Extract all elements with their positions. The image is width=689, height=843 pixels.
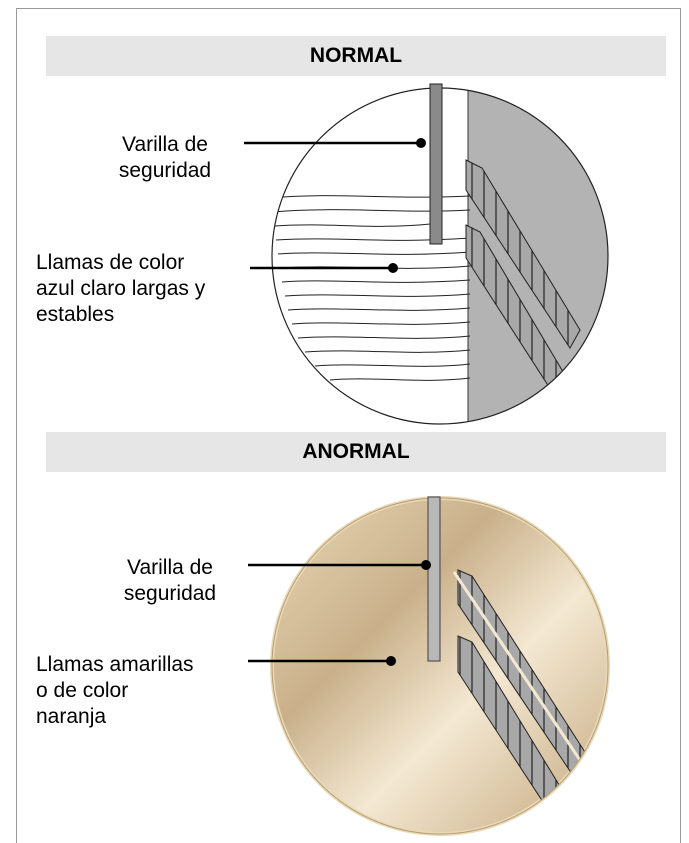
normal-blue-flames [272,195,471,381]
anormal-port-highlight [452,571,602,791]
normal-flame-line1: Llamas de color [36,251,185,274]
anormal-safety-rod [427,496,441,662]
anormal-flame-label: Llamas amarillas o de color naranja [36,652,194,730]
normal-safety-rod [429,83,443,245]
anormal-heading: ANORMAL [46,432,666,472]
figure-frame [16,8,681,843]
normal-heading: NORMAL [46,36,666,76]
anormal-safety-rod-line1: Varilla de [127,556,213,579]
anormal-safety-rod-label: Varilla de seguridad [100,555,240,607]
normal-flame-leader-dot [388,263,398,273]
normal-burner-diagram [244,83,609,425]
normal-flame-label: Llamas de color azul claro largas y esta… [36,250,205,328]
normal-safety-rod-label: Varilla de seguridad [100,132,230,184]
anormal-safety-rod-line2: seguridad [123,582,217,605]
anormal-flame-line2: o de color [36,679,129,702]
normal-burner-port-upper [465,159,581,349]
normal-safety-rod-line2: seguridad [118,159,212,182]
anormal-burner-diagram [248,496,610,836]
normal-flame-line2: azul claro largas y [36,277,206,300]
normal-rod-leader-dot [416,138,426,148]
normal-flame-line3: estables [36,303,115,326]
anormal-flame-line1: Llamas amarillas [36,653,194,676]
normal-safety-rod-line1: Varilla de [122,133,208,156]
anormal-flame-leader-dot [386,656,396,666]
anormal-rod-leader-dot [421,560,431,570]
anormal-flame-line3: naranja [36,705,107,728]
